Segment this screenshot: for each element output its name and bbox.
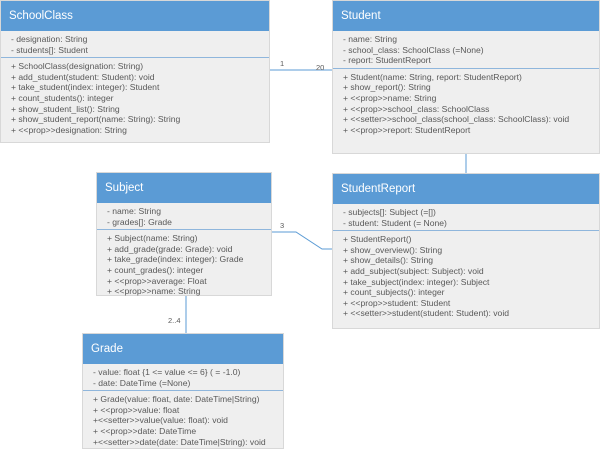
- method: + <<prop>>name: String: [107, 286, 201, 297]
- method: + <<prop>>student: Student: [343, 297, 451, 308]
- class-header: SchoolClass: [1, 1, 269, 31]
- class-header: StudentReport: [333, 174, 599, 204]
- attributes-section: - name: String - grades[]: Grade: [97, 203, 271, 229]
- attribute: - name: String: [107, 206, 161, 216]
- method: + <<prop>>average: Float: [107, 275, 207, 286]
- attribute: - grades[]: Grade: [107, 216, 172, 227]
- method: +<<setter>>date(date: DateTime|String): …: [93, 436, 266, 447]
- method: + <<prop>>name: String: [343, 92, 437, 103]
- attributes-section: - designation: String - students[]: Stud…: [1, 31, 269, 57]
- attribute: - value: float {1 <= value <= 6} ( = -1.…: [93, 367, 241, 377]
- method: + add_subject(subject: Subject): void: [343, 265, 484, 276]
- method: + take_student(index: integer): Student: [11, 82, 160, 93]
- methods-section: + Subject(name: String) + add_grade(grad…: [97, 229, 271, 299]
- method: + count_subjects(): integer: [343, 287, 445, 298]
- methods-section: + Student(name: String, report: StudentR…: [333, 67, 599, 138]
- attribute: - date: DateTime (=None): [93, 377, 191, 388]
- attribute: - name: String: [343, 34, 397, 44]
- method: + Grade(value: float, date: DateTime|Str…: [93, 394, 260, 405]
- method: + show_overview(): String: [343, 244, 443, 255]
- method: + take_grade(index: integer): Grade: [107, 254, 244, 265]
- attribute: - school_class: SchoolClass (=None): [343, 44, 484, 55]
- method: + show_report(): String: [343, 82, 431, 93]
- method: + StudentReport(): [343, 234, 412, 245]
- method: + <<prop>>value: float: [93, 404, 180, 415]
- class-header: Grade: [83, 334, 283, 364]
- multiplicity-subject: 3: [280, 221, 285, 230]
- method: + show_student_report(name: String): Str…: [11, 114, 181, 125]
- subject-studentreport-link: [272, 231, 332, 250]
- method: + <<prop>>designation: String: [11, 124, 127, 135]
- class-header: Student: [333, 1, 599, 31]
- multiplicity-schoolclass: 1: [280, 59, 285, 68]
- attributes-section: - value: float {1 <= value <= 6} ( = -1.…: [83, 364, 283, 390]
- method: + show_student_list(): String: [11, 103, 120, 114]
- method: + show_details(): String: [343, 255, 434, 266]
- multiplicity-student: 20: [316, 63, 325, 72]
- class-subject[interactable]: Subject - name: String - grades[]: Grade…: [96, 172, 272, 296]
- attribute: - report: StudentReport: [343, 55, 431, 66]
- methods-section: + SchoolClass(designation: String) + add…: [1, 57, 269, 137]
- attribute: - designation: String: [11, 34, 88, 44]
- attribute: - students[]: Student: [11, 44, 88, 55]
- attribute: - subjects[]: Subject (=[]): [343, 207, 436, 217]
- class-header: Subject: [97, 173, 271, 203]
- method: + take_subject(index: integer): Subject: [343, 276, 490, 287]
- method: + add_student(student: Student): void: [11, 71, 155, 82]
- attribute: - student: Student (= None): [343, 217, 447, 228]
- method: + Student(name: String, report: StudentR…: [343, 71, 522, 82]
- method: + add_grade(grade: Grade): void: [107, 243, 233, 254]
- method: + count_grades(): integer: [107, 264, 204, 275]
- method: + <<prop>>date: DateTime: [93, 425, 197, 436]
- class-studentreport[interactable]: StudentReport - subjects[]: Subject (=[]…: [332, 173, 600, 329]
- methods-section: + Grade(value: float, date: DateTime|Str…: [83, 390, 283, 449]
- method: + <<prop>>report: StudentReport: [343, 124, 471, 135]
- method: + Subject(name: String): [107, 233, 198, 244]
- method: + SchoolClass(designation: String): [11, 61, 144, 72]
- method: + count_students(): integer: [11, 92, 114, 103]
- class-student[interactable]: Student - name: String - school_class: S…: [332, 0, 600, 154]
- class-grade[interactable]: Grade - value: float {1 <= value <= 6} (…: [82, 333, 284, 449]
- method: + <<prop>>school_class: SchoolClass: [343, 103, 490, 114]
- attributes-section: - subjects[]: Subject (=[]) - student: S…: [333, 204, 599, 230]
- method: + <<setter>>school_class(school_class: S…: [343, 114, 570, 125]
- method: +<<setter>>value(value: float): void: [93, 415, 228, 426]
- multiplicity-grade: 2..4: [168, 316, 181, 325]
- methods-section: + StudentReport() + show_overview(): Str…: [333, 230, 599, 321]
- attributes-section: - name: String - school_class: SchoolCla…: [333, 31, 599, 68]
- method: + <<setter>>student(student: Student): v…: [343, 308, 510, 319]
- class-schoolclass[interactable]: SchoolClass - designation: String - stud…: [0, 0, 270, 143]
